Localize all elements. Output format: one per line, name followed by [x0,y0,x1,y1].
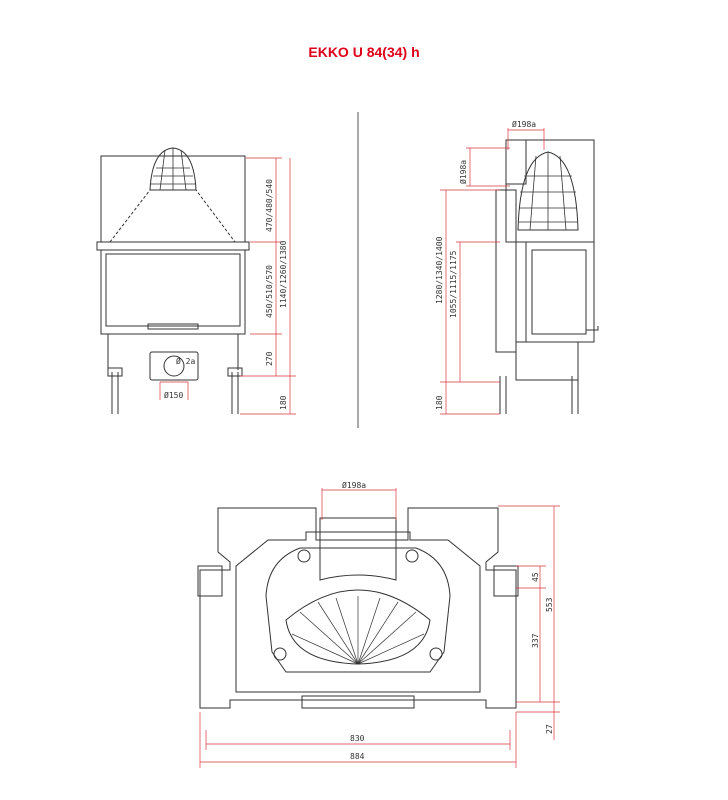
front-right-foot [227,367,243,377]
front-glass [105,253,241,327]
front-handle [147,323,199,330]
front-dim-lines [159,157,296,415]
top-base-label: 27 [545,724,554,734]
top-right-bracket [493,565,519,597]
side-view [495,139,599,414]
front-glass-height-label: 450/510/570 [265,265,274,318]
top-view [197,507,519,709]
top-dim-lines [199,488,560,768]
side-handle [586,326,599,331]
top-bolt-2 [405,549,419,563]
side-lower-height-label: 1055/1115/1175 [449,250,458,318]
side-total-height-label: 1280/1340/1400 [435,236,444,304]
front-left-foot [107,367,123,377]
front-inlet-label: Ø 2a [176,356,195,366]
top-dome-rays [291,596,425,665]
front-top-frame [96,241,250,251]
top-inner-box [235,531,481,693]
side-base [515,341,579,381]
side-legs [499,376,579,414]
front-air-box [149,351,199,381]
top-depth-inner-label: 337 [531,633,540,648]
top-depth-total-label: 553 [545,597,554,612]
top-outer-frame [199,507,517,709]
front-total-height-label: 1140/1260/1380 [279,240,288,308]
top-dome-core [285,589,431,665]
top-dome-outline [265,547,451,673]
side-flue-top-label: Ø198a [512,119,536,129]
top-flue-label: Ø198a [342,480,366,490]
top-left-bracket [197,565,223,597]
front-view [96,147,250,414]
drawing-title: EKKO U 84(34) h [308,44,420,60]
side-firebox [525,241,595,343]
front-hood-taper [109,189,236,243]
front-foot-label: 180 [279,395,288,410]
top-bolt-1 [297,549,311,563]
top-offset-label: 45 [531,572,540,582]
side-dome-ribs [518,152,578,231]
front-firebox [100,249,246,335]
side-glass [531,249,587,335]
top-width-total-label: 884 [350,752,365,761]
side-hood [505,139,595,243]
top-front-lip [301,695,415,709]
front-dome-ribs [151,148,195,191]
side-flue-collar [505,139,527,185]
side-dim-lines [440,128,545,415]
top-width-inner-label: 830 [350,734,365,743]
front-outlet-label: Ø150 [164,390,183,400]
top-flue-body [319,517,397,581]
front-base-sides [107,334,239,370]
front-leg-height-label: 270 [265,351,274,366]
front-upper-height-label: 470/480/540 [265,179,274,232]
side-rear-wall [495,189,517,353]
front-air-inlet [163,355,185,377]
top-bolt-3 [273,647,287,661]
side-foot-label: 180 [435,395,444,410]
top-bolt-4 [429,647,443,661]
front-legs [111,372,239,414]
side-flue-side-label: Ø198a [458,160,468,184]
